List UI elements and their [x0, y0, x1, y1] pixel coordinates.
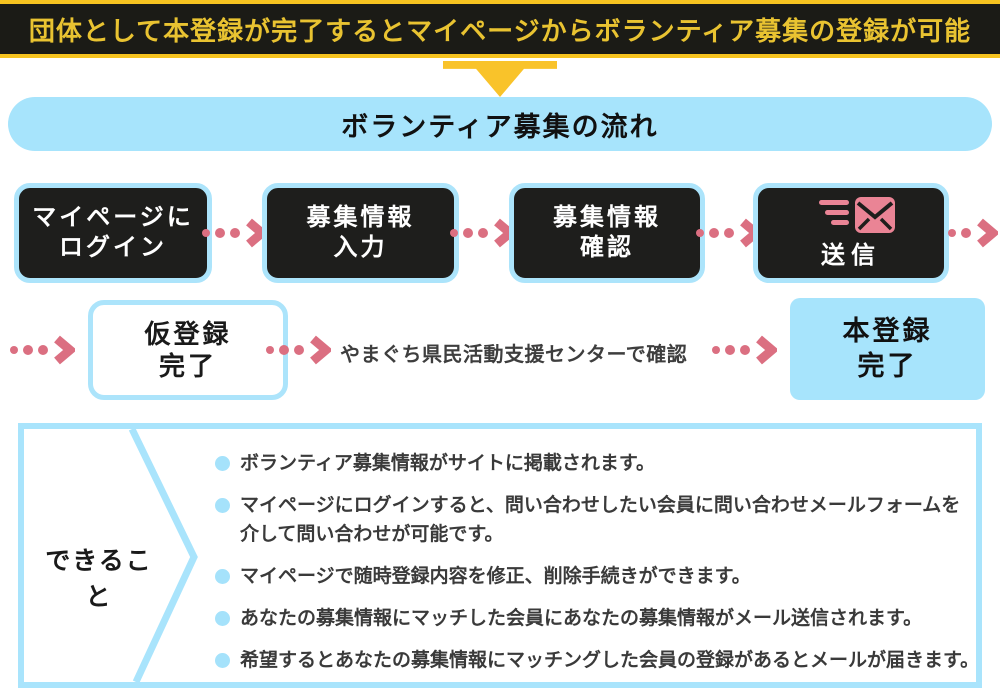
- bullet-icon: [215, 456, 230, 471]
- capability-text: マイページにログインすると、問い合わせしたい会員に問い合わせメールフォームを: [240, 495, 961, 516]
- bullet-icon: [215, 498, 230, 513]
- list-item: あなたの募集情報にマッチした会員にあなたの募集情報がメール送信されます。: [215, 604, 971, 633]
- step-final-registration-box: 本登録 完了: [790, 298, 985, 400]
- flow-arrow: [450, 217, 515, 249]
- bullet-icon: [215, 611, 230, 626]
- top-banner: 団体として本登録が完了するとマイページからボランティア募集の登録が可能: [0, 0, 1000, 58]
- step-send-box: 送信: [753, 183, 949, 283]
- arrow-dot: [23, 345, 33, 355]
- arrow-dot: [724, 228, 734, 238]
- capability-text: マイページで随時登録内容を修正、削除手続きができます。: [240, 566, 751, 587]
- down-arrow-icon: [443, 61, 557, 97]
- step-send-label: 送信: [821, 242, 881, 269]
- step-input-box: 募集情報 入力: [262, 183, 459, 283]
- chevron-right-icon: [756, 335, 777, 365]
- temp-registration-line1: 仮登録: [144, 318, 232, 349]
- step-login-box: マイページに ログイン: [14, 183, 212, 283]
- flow-title: ボランティア募集の流れ: [341, 111, 659, 142]
- step-confirm-box: 募集情報 確認: [509, 183, 705, 283]
- arrow-dot: [10, 346, 18, 354]
- step-temp-registration-box: 仮登録 完了: [88, 300, 288, 400]
- bullet-icon: [215, 569, 230, 584]
- arrow-dot: [696, 229, 704, 237]
- arrow-dot: [948, 229, 956, 237]
- flow-arrow: [712, 334, 777, 366]
- flow-arrow: [266, 334, 331, 366]
- capability-text: あなたの募集情報にマッチした会員にあなたの募集情報がメール送信されます。: [240, 608, 923, 629]
- arrow-dot: [463, 228, 473, 238]
- flow-arrow: [202, 217, 267, 249]
- flow-title-pill: ボランティア募集の流れ: [8, 97, 992, 151]
- final-registration-line2: 完了: [857, 351, 918, 381]
- arrow-dot: [709, 228, 719, 238]
- chevron-right-icon: [54, 335, 75, 365]
- send-mail-icon: [819, 197, 895, 233]
- arrow-dot: [740, 345, 750, 355]
- arrow-dot: [725, 345, 735, 355]
- step-input-line1: 募集情報: [306, 204, 415, 231]
- arrow-dot: [230, 228, 240, 238]
- chevron-right-icon: [310, 335, 331, 365]
- capability-text: 希望するとあなたの募集情報にマッチングした会員の登録があるとメールが届きます。: [240, 650, 980, 671]
- capabilities-list: ボランティア募集情報がサイトに掲載されます。 マイページにログインすると、問い合…: [215, 449, 979, 688]
- step-confirm-line2: 確認: [580, 234, 634, 261]
- list-item: マイページで随時登録内容を修正、削除手続きができます。: [215, 562, 971, 591]
- arrow-dot: [38, 345, 48, 355]
- arrow-dot: [202, 229, 210, 237]
- step-login-line1: マイページに: [32, 204, 194, 231]
- arrow-dot: [266, 346, 274, 354]
- final-registration-line1: 本登録: [842, 315, 933, 346]
- capability-text: ボランティア募集情報がサイトに掲載されます。: [240, 453, 655, 474]
- flow-arrow: [10, 334, 75, 366]
- arrow-dot: [279, 345, 289, 355]
- arrow-dot: [450, 229, 458, 237]
- arrow-dot: [712, 346, 720, 354]
- capabilities-panel: できること ボランティア募集情報がサイトに掲載されます。 マイページにログインす…: [18, 423, 982, 688]
- step-confirm-line1: 募集情報: [553, 204, 661, 231]
- flow-arrow: [696, 217, 761, 249]
- arrow-dot: [294, 345, 304, 355]
- top-banner-text: 団体として本登録が完了するとマイページからボランティア募集の登録が可能: [28, 15, 972, 46]
- arrow-dot: [478, 228, 488, 238]
- temp-registration-line2: 完了: [158, 351, 217, 381]
- panel-chevron-divider: [128, 429, 198, 682]
- capability-text: 介して問い合わせが可能です。: [240, 524, 504, 545]
- list-item: ボランティア募集情報がサイトに掲載されます。: [215, 449, 971, 478]
- capabilities-label: できること: [45, 547, 153, 611]
- center-verification-note: やまぐち県民活動支援センターで確認: [340, 344, 688, 366]
- list-item: 希望するとあなたの募集情報にマッチングした会員の登録があるとメールが届きます。: [215, 646, 979, 675]
- list-item: マイページにログインすると、問い合わせしたい会員に問い合わせメールフォームを 介…: [215, 491, 971, 549]
- arrow-dot: [961, 228, 971, 238]
- flow-arrow: [948, 217, 998, 249]
- bullet-icon: [215, 653, 230, 668]
- step-login-line2: ログイン: [59, 234, 167, 261]
- arrow-dot: [215, 228, 225, 238]
- chevron-right-icon: [977, 218, 998, 248]
- step-input-line2: 入力: [333, 234, 388, 261]
